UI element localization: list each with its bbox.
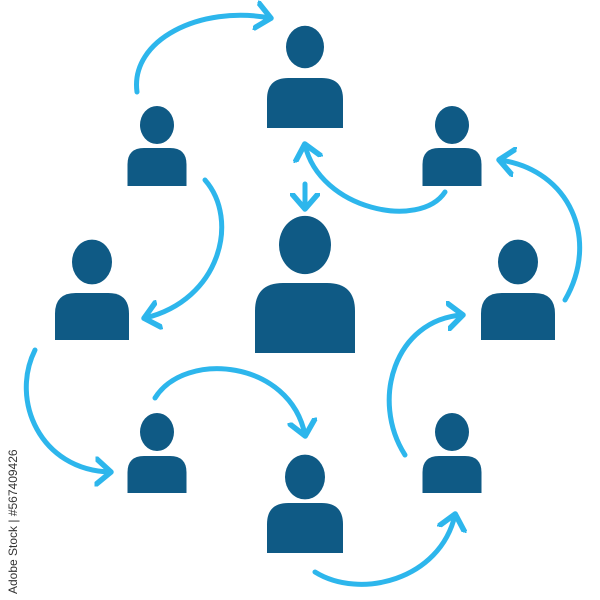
person-body <box>127 148 187 186</box>
arrow-right-to-upperright <box>500 160 583 303</box>
person-icon-top <box>267 25 343 128</box>
arrow-upperleft-to-left <box>145 177 225 318</box>
person-body <box>422 148 482 186</box>
person-icon-center <box>255 215 355 353</box>
arrow-left-to-lowerleft <box>23 347 110 472</box>
arrow-bottom-to-lowerright <box>312 515 455 587</box>
person-head <box>498 239 538 285</box>
arrow-topleft-to-top <box>134 15 270 95</box>
arrow-lowerleft-to-bottom <box>152 366 305 435</box>
person-icon-left <box>55 239 129 340</box>
person-head <box>140 105 174 145</box>
person-head <box>72 239 112 285</box>
person-head <box>285 454 325 500</box>
person-icon-lower-left <box>127 412 187 493</box>
person-body <box>255 283 355 353</box>
person-icon-upper-left <box>127 105 187 186</box>
person-body <box>127 456 187 493</box>
person-icon-right <box>481 239 555 340</box>
arrow-lowerright-to-right <box>386 315 462 458</box>
person-head <box>286 25 324 69</box>
person-body <box>267 503 343 553</box>
person-icon-upper-right <box>422 105 482 186</box>
person-head <box>279 215 331 275</box>
person-body <box>481 293 555 340</box>
person-body <box>267 78 343 128</box>
person-body <box>422 456 482 493</box>
person-head <box>435 105 469 145</box>
person-head <box>140 412 174 452</box>
person-icon-lower-right <box>422 412 482 493</box>
person-body <box>55 293 129 340</box>
watermark: Adobe Stock | #567409426 <box>6 449 20 594</box>
person-head <box>435 412 469 452</box>
person-icon-bottom <box>267 454 343 553</box>
arrow-upperright-to-top <box>305 145 448 214</box>
